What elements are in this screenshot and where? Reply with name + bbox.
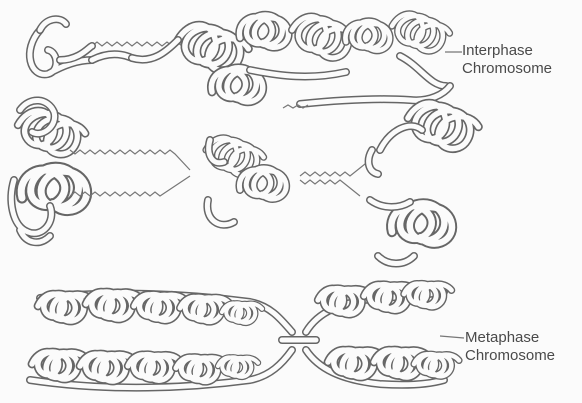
interphase-chromosome — [30, 14, 462, 108]
metaphase-label-line1: Metaphase — [465, 329, 555, 347]
interphase-chromosome-label: Interphase Chromosome — [462, 42, 552, 78]
interphase-label-line1: Interphase — [462, 42, 552, 60]
metaphase-chromosome — [30, 284, 464, 388]
metaphase-label-line2: Chromosome — [465, 347, 555, 365]
metaphase-chromosome-label: Metaphase Chromosome — [465, 329, 555, 365]
interphase-label-line2: Chromosome — [462, 60, 552, 78]
dividing-chromosome — [11, 100, 478, 263]
